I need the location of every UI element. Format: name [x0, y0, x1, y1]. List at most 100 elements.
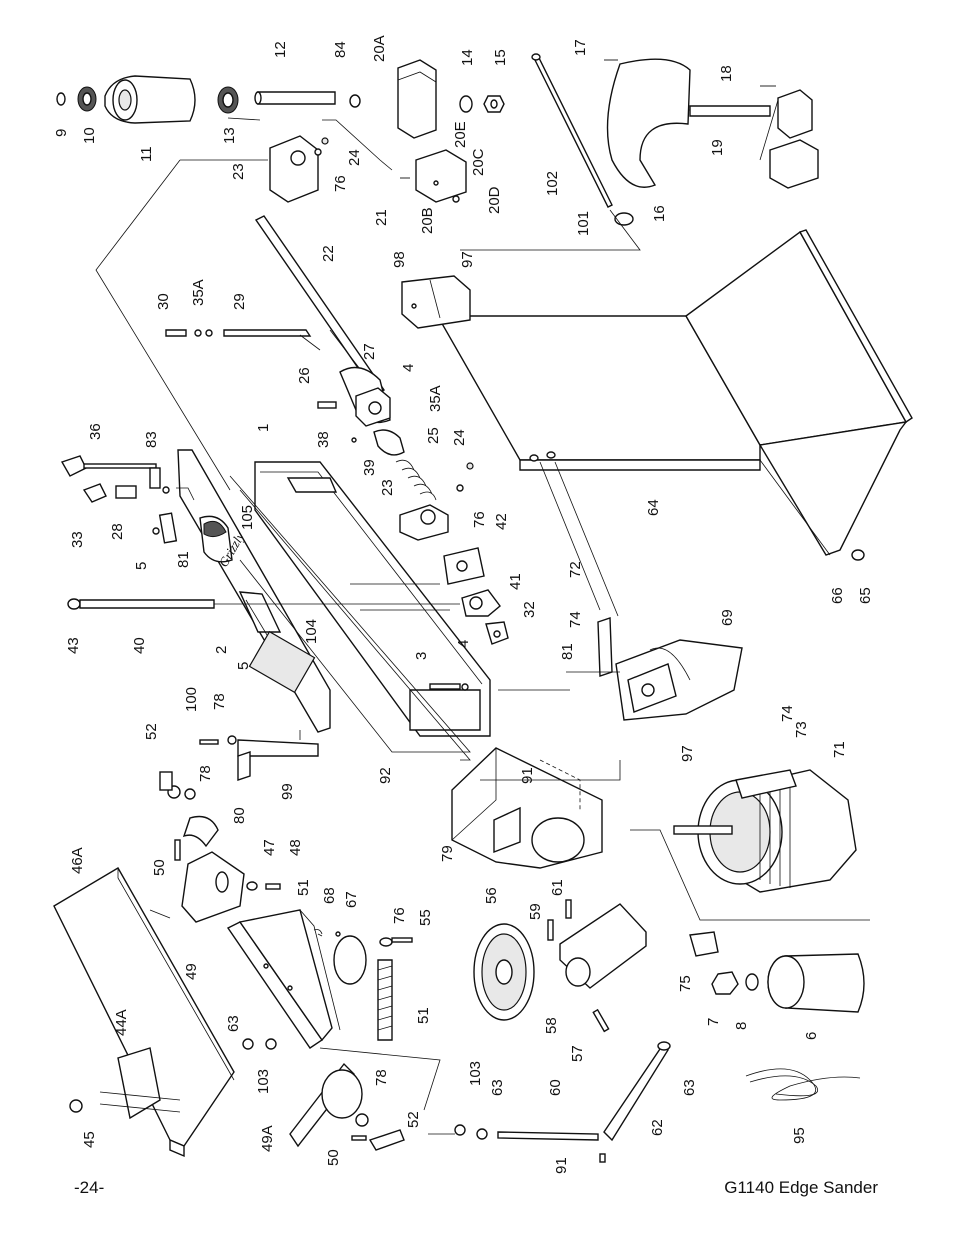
- callout-63-right: 63: [681, 1079, 698, 1096]
- callout-83: 83: [143, 431, 160, 448]
- callout-72: 72: [567, 561, 584, 578]
- callout-46A: 46A: [69, 847, 86, 874]
- lower-tilt-bracket: [289, 1062, 405, 1151]
- callout-20B: 20B: [419, 207, 436, 234]
- callout-35A-upper: 35A: [190, 279, 207, 306]
- callout-23-lower: 23: [379, 479, 396, 496]
- belt-guard: [451, 747, 603, 869]
- tension-rod: [165, 329, 321, 351]
- callout-4-lower: 4: [455, 640, 472, 648]
- callout-14: 14: [459, 49, 476, 66]
- callout-78-mid: 78: [197, 765, 214, 782]
- callout-36: 36: [87, 423, 104, 440]
- callout-74-lower: 74: [779, 705, 796, 722]
- spring-bushing: [351, 429, 437, 501]
- small-fasteners: [313, 929, 413, 985]
- callout-41: 41: [507, 573, 524, 590]
- motor-bracket: [566, 617, 743, 721]
- callout-23-upper: 23: [230, 163, 247, 180]
- callout-10: 10: [81, 127, 98, 144]
- callout-43: 43: [65, 637, 82, 654]
- callout-63-lower: 63: [489, 1079, 506, 1096]
- callout-51-lower: 51: [415, 1007, 432, 1024]
- callout-21: 21: [373, 209, 390, 226]
- callout-29: 29: [231, 293, 248, 310]
- callout-64: 64: [645, 499, 662, 516]
- callout-4-upper: 4: [400, 364, 417, 372]
- callout-32: 32: [521, 601, 538, 618]
- callout-105: 105: [239, 505, 256, 530]
- callout-22: 22: [320, 245, 337, 262]
- callout-39: 39: [361, 459, 378, 476]
- callout-44A: 44A: [113, 1009, 130, 1036]
- drum-assembly: [56, 75, 361, 124]
- callout-57: 57: [569, 1045, 586, 1062]
- callout-58: 58: [543, 1017, 560, 1034]
- callout-50-upper: 50: [151, 859, 168, 876]
- callout-45: 45: [81, 1131, 98, 1148]
- power-cord: [745, 1068, 861, 1101]
- pillow-block-upper: [269, 135, 329, 203]
- panel-92: [229, 475, 471, 753]
- callout-9: 9: [53, 129, 70, 137]
- callout-5-lower: 5: [235, 662, 252, 670]
- callout-12: 12: [272, 41, 289, 58]
- callout-11: 11: [138, 146, 155, 162]
- callout-76-upper: 76: [332, 175, 349, 192]
- callout-102: 102: [544, 171, 561, 196]
- tilt-bracket: [149, 771, 281, 923]
- callout-20D: 20D: [486, 186, 503, 214]
- shaft-collar: [317, 387, 391, 427]
- callout-52-upper: 52: [143, 723, 160, 740]
- callout-62: 62: [649, 1119, 666, 1136]
- bolt-3: [429, 683, 469, 691]
- callout-17: 17: [572, 39, 589, 56]
- brace-99: [199, 735, 319, 781]
- callout-56: 56: [483, 887, 500, 904]
- callout-81-upper: 81: [175, 551, 192, 568]
- callout-80: 80: [231, 807, 248, 824]
- callout-27: 27: [361, 343, 378, 360]
- callout-35A-lower: 35A: [427, 385, 444, 412]
- callout-30: 30: [155, 293, 172, 310]
- adjustment-knobs: [60, 455, 178, 544]
- callout-20C: 20C: [470, 148, 487, 176]
- pulley-group: [689, 931, 865, 1013]
- callout-91-lower: 91: [553, 1157, 570, 1174]
- callout-100: 100: [183, 687, 200, 712]
- model-title: G1140 Edge Sander: [724, 1178, 878, 1197]
- callout-16: 16: [651, 205, 668, 222]
- callout-20A: 20A: [371, 35, 388, 62]
- callout-97-upper: 97: [459, 251, 476, 268]
- callout-5-upper: 5: [133, 562, 150, 570]
- bracket-98: [401, 275, 471, 329]
- pivot-assembly: [443, 547, 509, 645]
- stand-base: [434, 229, 913, 617]
- callout-76-mid: 76: [391, 907, 408, 924]
- callout-47: 47: [261, 839, 278, 856]
- callout-15: 15: [492, 49, 509, 66]
- callout-2: 2: [213, 646, 230, 654]
- callout-101: 101: [575, 211, 592, 236]
- platen-assembly: [604, 58, 819, 189]
- lock-handle: [242, 1038, 671, 1163]
- callout-92: 92: [377, 767, 394, 784]
- callout-75: 75: [677, 975, 694, 992]
- callout-40: 40: [131, 637, 148, 654]
- callout-49A: 49A: [259, 1125, 276, 1152]
- callout-104: 104: [303, 619, 320, 644]
- work-table: [53, 867, 235, 1158]
- motor: [630, 769, 870, 921]
- callout-61: 61: [549, 879, 566, 896]
- callout-51-upper: 51: [295, 879, 312, 896]
- lower-carriage: [226, 909, 341, 1049]
- callout-26: 26: [296, 367, 313, 384]
- callout-6: 6: [803, 1032, 820, 1040]
- tension-bracket: [397, 59, 505, 203]
- leader-lines: [95, 117, 621, 1111]
- callout-98: 98: [391, 251, 408, 268]
- callout-42: 42: [493, 513, 510, 530]
- callout-1: 1: [255, 424, 272, 432]
- callout-63-upper: 63: [225, 1015, 242, 1032]
